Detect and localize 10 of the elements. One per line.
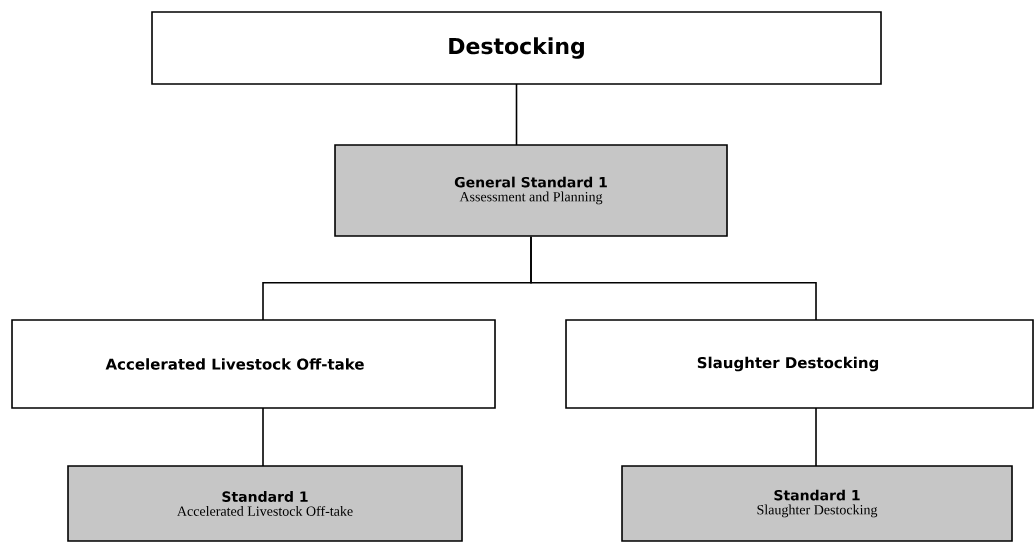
org-box: Standard 1 Accelerated Livestock Off-take <box>67 465 463 542</box>
connector-line <box>815 407 817 467</box>
org-box: Accelerated Livestock Off-take <box>11 319 496 409</box>
org-box: Standard 1 Slaughter Destocking <box>621 465 1013 542</box>
org-box: General Standard 1 Assessment and Planning <box>334 144 728 237</box>
connector-line <box>515 83 518 146</box>
org-box: Destocking <box>151 11 882 85</box>
connector-line <box>530 236 817 321</box>
connector-line <box>262 407 264 467</box>
org-box: Slaughter Destocking <box>565 319 1034 409</box>
